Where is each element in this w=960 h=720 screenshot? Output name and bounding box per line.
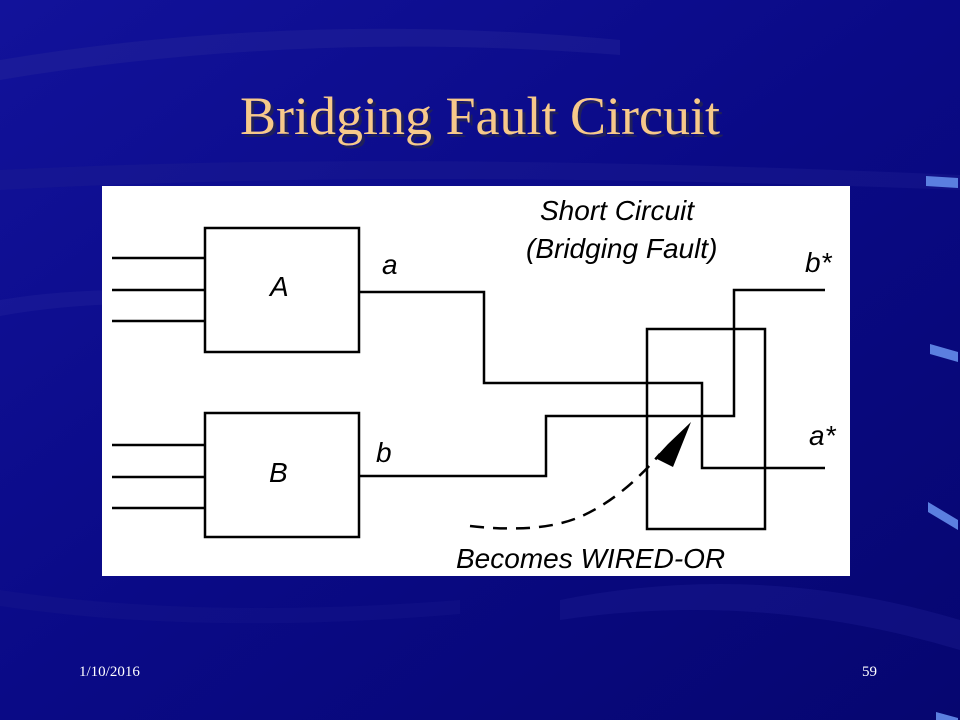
- output-a-star-label: a*: [809, 420, 837, 451]
- block-a-label: A: [268, 271, 289, 302]
- signal-b-label: b: [376, 437, 392, 468]
- annotation-short-circuit: Short Circuit: [540, 195, 695, 226]
- annotation-bridging-fault: (Bridging Fault): [526, 233, 717, 264]
- slide-date: 1/10/2016: [79, 664, 140, 680]
- annotation-wired-or: Becomes WIRED-OR: [456, 543, 725, 574]
- dashed-arrow: [469, 453, 661, 530]
- signal-a-label: a: [382, 249, 398, 280]
- block-b-label: B: [269, 457, 288, 488]
- wire-b: [359, 288, 825, 478]
- output-b-star-label: b*: [805, 247, 833, 278]
- circuit-diagram: A B a b b* a* Short Circuit (Bridging Fa…: [102, 186, 850, 576]
- wired-or-box: [645, 327, 767, 531]
- wire-a: [359, 290, 825, 470]
- slide-page-number: 59: [862, 664, 877, 680]
- arrowhead: [655, 422, 691, 467]
- slide-title: Bridging Fault Circuit: [240, 86, 720, 146]
